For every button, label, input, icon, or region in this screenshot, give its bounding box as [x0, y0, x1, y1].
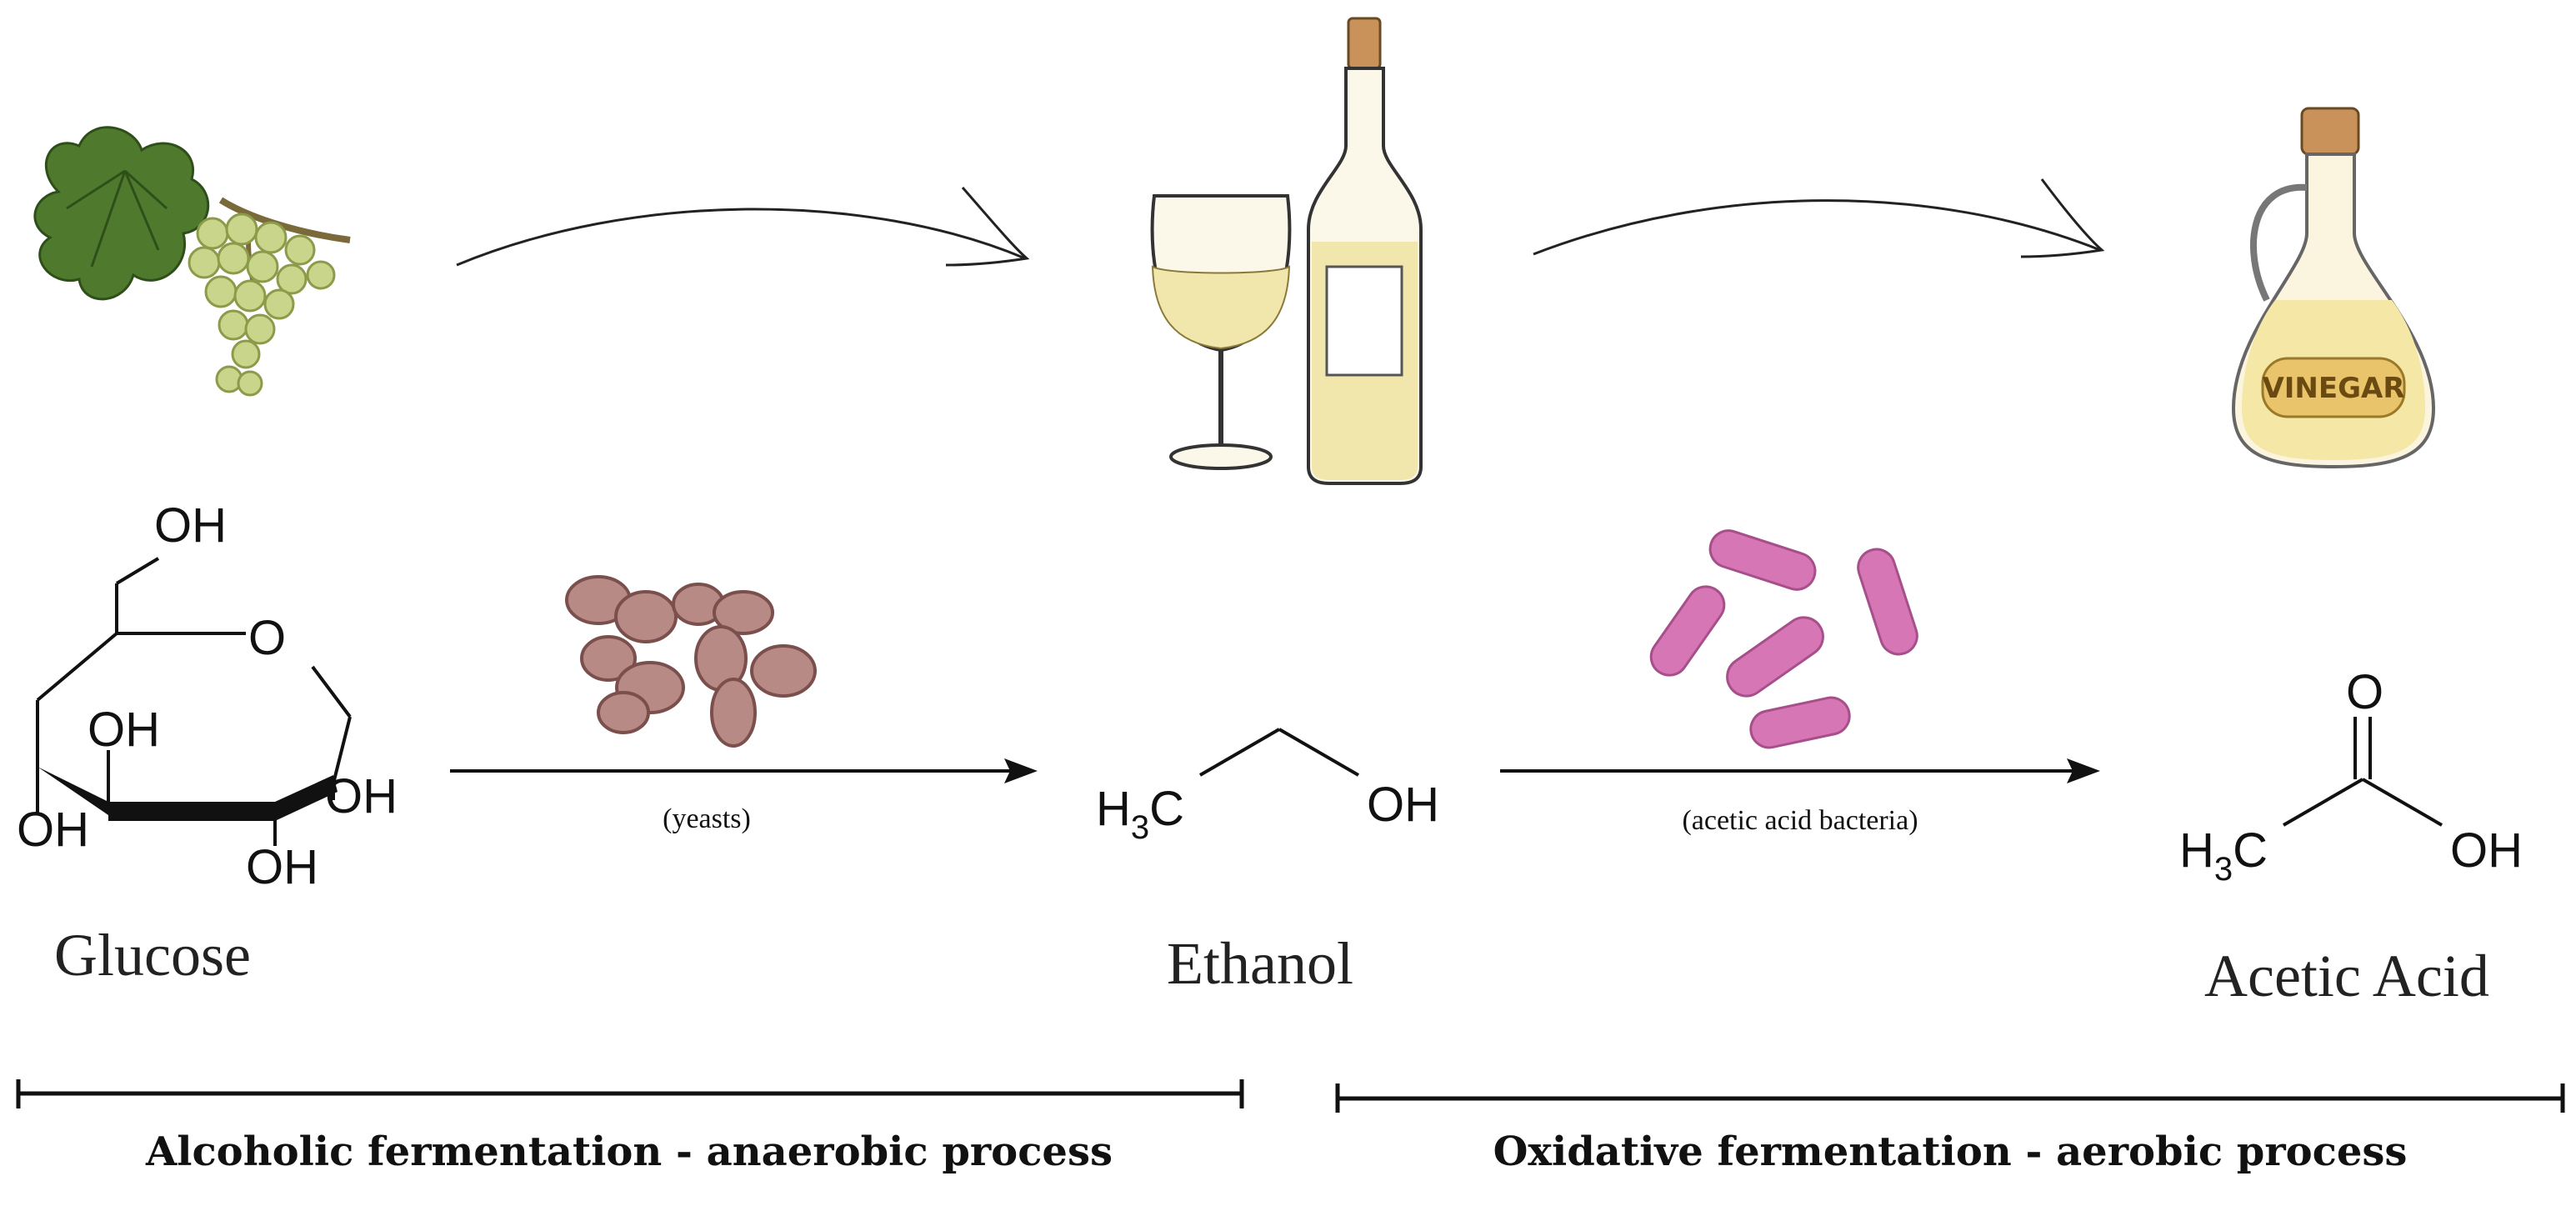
glucose-oh-c5: OH: [17, 803, 89, 857]
ethanol-oh: OH: [1367, 778, 1439, 832]
process-arrow-2: [1533, 178, 2105, 258]
acetic-acid-h3c: H3C: [2179, 823, 2268, 888]
catalyst-yeasts: (yeasts): [663, 803, 751, 834]
glucose-name: Glucose: [54, 922, 251, 988]
oxidative-bracket: [1335, 1083, 2565, 1113]
reaction-arrow-2: [1500, 758, 2100, 783]
process-arrow-1: [456, 187, 1030, 267]
ethanol-name: Ethanol: [1167, 930, 1353, 997]
glucose-oh-top: OH: [154, 498, 227, 553]
acetic-acid-o: O: [2346, 665, 2383, 719]
glucose-oh-c1: OH: [325, 769, 398, 823]
vinegar-cruet-icon: VINEGAR: [2231, 107, 2436, 469]
grapes-icon: [33, 126, 351, 397]
vinegar-label: VINEGAR: [2262, 372, 2404, 405]
reaction-arrow-1: [450, 758, 1038, 783]
acetic-acid-name: Acetic Acid: [2204, 943, 2489, 1009]
glucose-oh-c2: OH: [246, 840, 318, 894]
glucose-structure: [36, 557, 352, 846]
alcoholic-fermentation-label: Alcoholic fermentation - anaerobic proce…: [145, 1128, 1113, 1175]
glucose-ring-oxygen: O: [248, 611, 286, 665]
acetic-acid-oh: OH: [2450, 823, 2523, 878]
glucose-oh-c4: OH: [88, 703, 160, 757]
ethanol-structure: [1198, 728, 1360, 777]
oxidative-fermentation-label: Oxidative fermentation - aerobic process: [1493, 1128, 2408, 1175]
acetic-acid-structure: [2282, 717, 2443, 827]
catalyst-acetic-acid-bacteria: (acetic acid bacteria): [1682, 805, 1918, 836]
bacteria-icon: [1649, 529, 1918, 749]
alcoholic-bracket: [16, 1079, 1244, 1108]
wine-glass-and-bottle-icon: [1150, 17, 1423, 485]
ethanol-h3c: H3C: [1096, 782, 1184, 846]
yeast-cells-icon: [565, 575, 817, 748]
